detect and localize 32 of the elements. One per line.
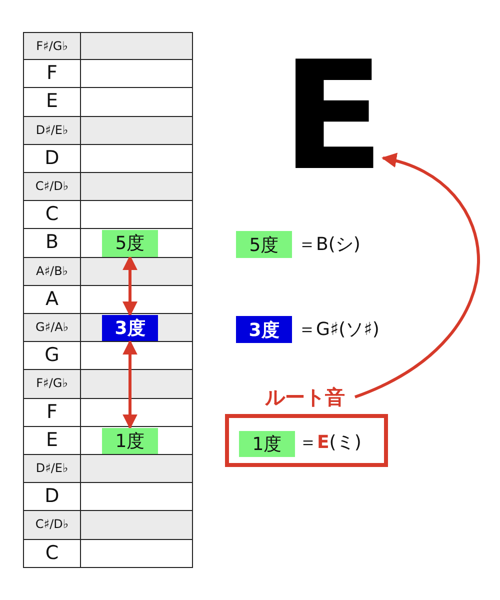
equation-text: ＝B(シ) xyxy=(298,233,360,257)
note-name: D xyxy=(24,144,81,172)
root-note-letter: E xyxy=(278,50,388,185)
note-name: E xyxy=(24,426,81,454)
note-name: C♯/D♭ xyxy=(24,511,81,539)
arrow xyxy=(354,154,480,398)
note-name: G xyxy=(24,342,81,370)
equation-text: ＝G♯(ソ♯) xyxy=(298,318,380,342)
root-note-label: ルート音 xyxy=(255,383,355,411)
degree-badge: 1度 xyxy=(102,428,158,454)
note-name: A♯/B♭ xyxy=(24,258,81,285)
note-name: A xyxy=(24,286,81,313)
note-name: D xyxy=(24,483,81,510)
note-name: F xyxy=(24,60,81,88)
degree-badge: 3度 xyxy=(236,316,292,343)
degree-badge: 3度 xyxy=(102,315,158,342)
degree-badge: 5度 xyxy=(236,231,292,258)
note-name: F♯/G♭ xyxy=(24,33,81,60)
note-name: F xyxy=(24,398,81,426)
highlight-frame xyxy=(225,414,388,467)
note-name: E xyxy=(24,88,81,116)
degree-badge: 1度 xyxy=(239,431,295,457)
note-name: D♯/E♭ xyxy=(24,455,81,482)
equation-text: ＝E(ミ) xyxy=(299,431,362,455)
note-name: F♯/G♭ xyxy=(24,370,81,398)
note-name: C xyxy=(24,540,81,567)
degree-badge: 5度 xyxy=(102,230,158,257)
note-name: C xyxy=(24,201,81,228)
note-name: D♯/E♭ xyxy=(24,116,81,144)
note-name: G♯/A♭ xyxy=(24,314,81,342)
note-name: C♯/D♭ xyxy=(24,173,81,200)
note-name: B xyxy=(24,229,81,257)
